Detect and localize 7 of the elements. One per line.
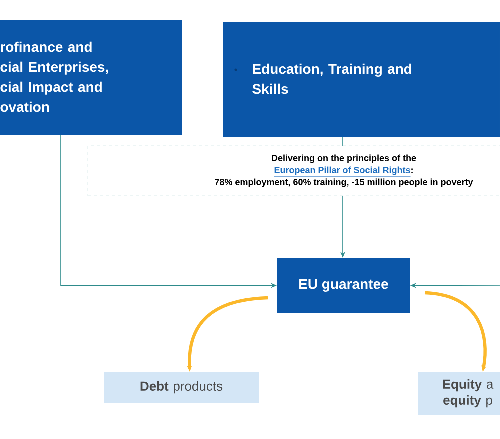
- program-box: Education, Training and Skills: [223, 22, 500, 138]
- dashed-box: Delivering on the principles of the European Pillar of Social Rights: 78% employment, 60% training, -15 million people in poverty: [88, 146, 500, 196]
- product-box: Debt products: [104, 372, 260, 404]
- program-box: rofinance and cial Enterprises, cial Impact and ovation: [0, 20, 182, 136]
- connector-line: [342, 136, 344, 146]
- product-box: Equity a equity p: [418, 372, 500, 416]
- guarantee-box: EU guarantee: [277, 258, 410, 314]
